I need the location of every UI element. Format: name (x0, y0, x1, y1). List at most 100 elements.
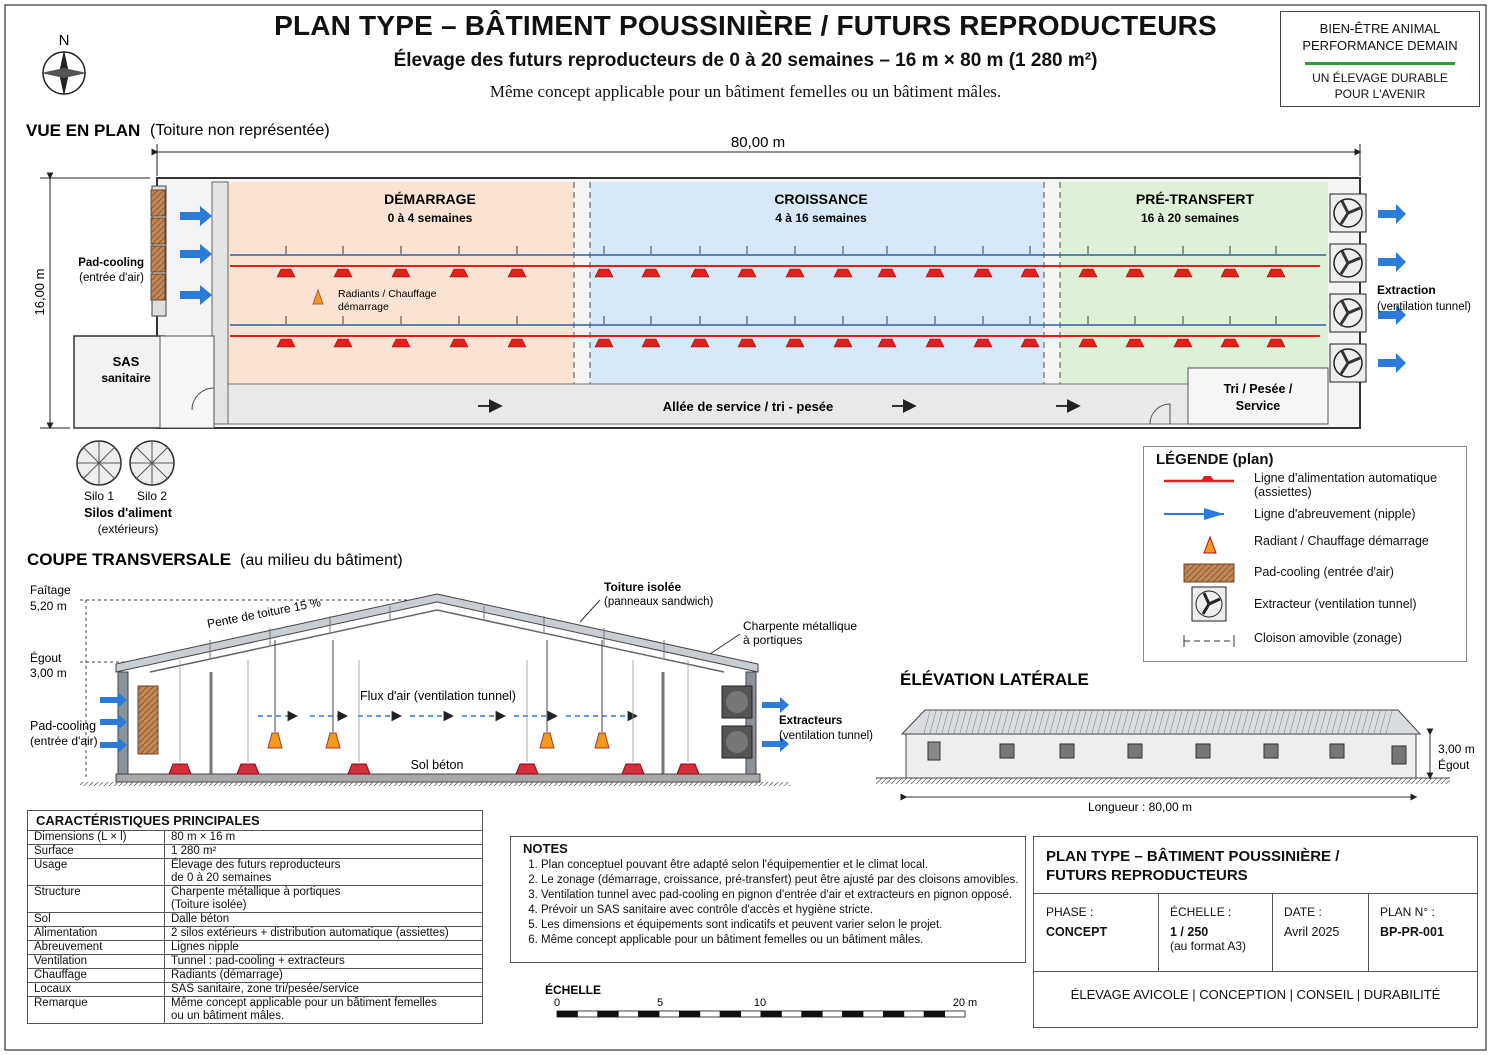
page-subline: Même concept applicable pour un bâtiment… (489, 82, 1002, 101)
water-line-icon (1164, 508, 1224, 520)
table-value: Dalle béton (164, 912, 483, 927)
date-label: DATE : (1284, 905, 1322, 919)
echelle-label: ÉCHELLE : (1170, 905, 1232, 919)
note-item: Le zonage (démarrage, croissance, pré-tr… (541, 873, 1025, 888)
zone-demarrage (228, 182, 574, 384)
pad-cooling-icon (1183, 563, 1235, 583)
radiant-icon (1203, 535, 1217, 554)
feeder-pan (594, 246, 614, 278)
title-block-divider-2 (1034, 971, 1477, 972)
title-block-col-3 (1368, 893, 1369, 971)
characteristics-table: CARACTÉRISTIQUES PRINCIPALES Dimensions … (27, 810, 483, 1024)
coupe-feeders (168, 660, 700, 775)
faitage-label: Faîtage (30, 583, 71, 597)
feeder-pan (1125, 246, 1145, 278)
table-value: Lignes nipple (164, 940, 483, 955)
feeder-pan (1266, 246, 1286, 278)
elev-length: Longueur : 80,00 m (1088, 800, 1192, 814)
scale-20: 20 m (953, 997, 977, 1009)
aisle-label: Allée de service / tri - pesée (663, 399, 834, 414)
feeder-pan (737, 246, 757, 278)
feeder-pan (449, 246, 469, 278)
feeder-pan (333, 246, 353, 278)
extractor-fan-icon (1329, 293, 1367, 333)
feeder-pan (276, 246, 296, 278)
pad-cooling-sub: (entrée d'air) (79, 272, 144, 284)
characteristics-title: CARACTÉRISTIQUES PRINCIPALES (27, 810, 483, 831)
flux-label: Flux d'air (ventilation tunnel) (360, 689, 516, 703)
feeder-pan (1020, 316, 1040, 348)
scale-title: ÉCHELLE (545, 982, 601, 997)
feeder-pan (973, 316, 993, 348)
feeder-pan (276, 316, 296, 348)
feeder-pan (641, 316, 661, 348)
scale-bar (556, 1010, 966, 1018)
coupe-feeder-icon (347, 660, 371, 775)
scale-10: 10 (754, 997, 766, 1009)
scale-5: 5 (657, 997, 663, 1009)
coupe-extract-label: Extracteurs (779, 715, 842, 727)
coupe-feeder-icon (621, 660, 645, 775)
table-value: Radiants (démarrage) (164, 968, 483, 983)
table-key: Abreuvement (27, 940, 165, 955)
feeder-pan (333, 316, 353, 348)
tagline-box: BIEN-ÊTRE ANIMAL PERFORMANCE DEMAIN UN É… (1280, 11, 1480, 107)
table-key: Remarque (27, 996, 165, 1024)
table-row: Dimensions (L × l)80 m × 16 m (27, 830, 483, 845)
plan-lines (230, 254, 1326, 337)
feeder-pan (1220, 246, 1240, 278)
table-value: 1 280 m² (164, 844, 483, 859)
silos-sub: (extérieurs) (98, 522, 159, 536)
plan-no-cell: PLAN N° :BP-PR-001 (1380, 905, 1444, 939)
legend-item-water: Ligne d'abreuvement (nipple) (1254, 507, 1416, 521)
coupe-extract-sub: (ventilation tunnel) (779, 730, 873, 742)
feeder-pan (973, 246, 993, 278)
table-key: Structure (27, 885, 165, 913)
zone-pre-transfert (1060, 182, 1328, 384)
tagline-line1: BIEN-ÊTRE ANIMAL (1319, 21, 1441, 36)
coupe-pad-sub: (entrée d'air) (30, 734, 98, 748)
feeder-pan (507, 316, 527, 348)
elev-egout: Égout (1438, 757, 1470, 772)
note-item: Ventilation tunnel avec pad-cooling en p… (541, 888, 1025, 903)
legend-box: LÉGENDE (plan) (1143, 446, 1467, 662)
feeder-pan (594, 316, 614, 348)
coupe-feeder-icon (515, 660, 539, 775)
note-item: Plan conceptuel pouvant être adapté selo… (541, 858, 1025, 873)
plan-width-label: 16,00 m (32, 269, 47, 316)
table-key: Sol (27, 912, 165, 927)
feeder-pan (1173, 316, 1193, 348)
charpente-sub: à portiques (743, 633, 802, 647)
feeder-pan (1173, 246, 1193, 278)
date-value: Avril 2025 (1284, 925, 1340, 939)
feeder-pan (1266, 316, 1286, 348)
title-block-title: PLAN TYPE – BÂTIMENT POUSSINIÈRE / FUTUR… (1046, 847, 1339, 885)
charpente-label: Charpente métallique (743, 619, 857, 633)
title-block-line2: FUTURS REPRODUCTEURS (1046, 867, 1248, 884)
table-value: Tunnel : pad-cooling + extracteurs (164, 954, 483, 969)
toiture-label: Toiture isolée (604, 580, 681, 594)
legend-item-pad: Pad-cooling (entrée d'air) (1254, 565, 1394, 579)
table-key: Locaux (27, 982, 165, 997)
feeder-pan (925, 246, 945, 278)
scale-0: 0 (554, 997, 560, 1009)
feeder-pan (641, 246, 661, 278)
title-block-divider-1 (1034, 893, 1477, 894)
feeder-pan (737, 316, 757, 348)
tagline-line4: POUR L'AVENIR (1334, 87, 1426, 101)
tri-sub: Service (1236, 399, 1281, 413)
zone-3-weeks: 16 à 20 semaines (1141, 211, 1239, 225)
zone-3-name: PRÉ-TRANSFERT (1136, 191, 1255, 207)
silo-1-icon (76, 440, 122, 486)
table-value: 2 silos extérieurs + distribution automa… (164, 926, 483, 941)
feeder-pan (1125, 316, 1145, 348)
note-item: Même concept applicable pour un bâtiment… (541, 933, 1025, 948)
